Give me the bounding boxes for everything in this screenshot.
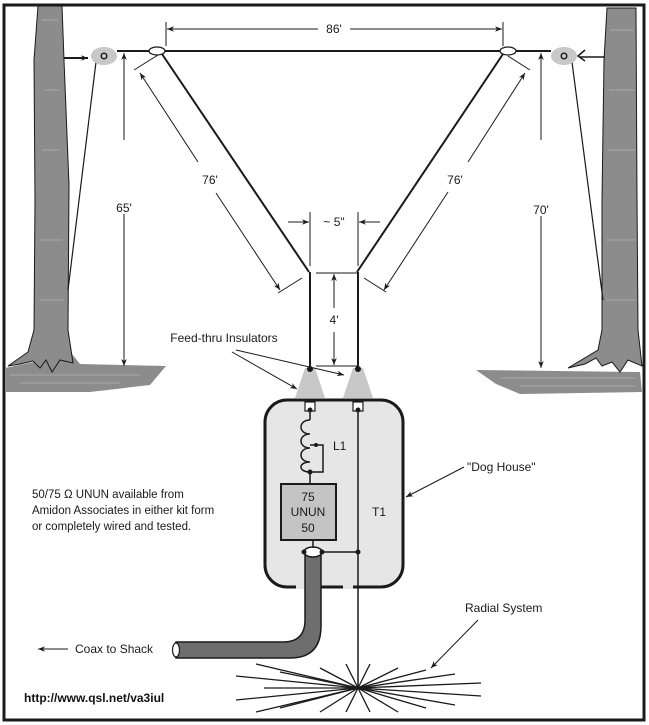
radial-wire <box>357 667 399 689</box>
dim-left-leg-label: 76' <box>202 173 218 187</box>
radial-wire <box>235 687 359 701</box>
unun-box <box>280 483 337 541</box>
dim-left-leg-tick-bottom <box>277 277 303 294</box>
dim-feedline-length-label: 4' <box>330 313 339 327</box>
coil-l1 <box>300 410 324 484</box>
coil-label: L1 <box>333 439 347 453</box>
note-line-3: or completely wired and tested. <box>32 521 191 533</box>
right-guy-wire <box>571 61 604 301</box>
left-tree <box>5 5 166 392</box>
right-leg-wire <box>356 53 504 273</box>
dim-left-leg-tick-top <box>133 54 159 71</box>
dim-left-height-label: 65' <box>116 201 132 215</box>
dim-top-span-label: 86' <box>326 22 342 36</box>
radial-wire <box>357 687 371 713</box>
radial-wire <box>357 669 427 689</box>
radial-wire <box>357 682 482 689</box>
radial-system-label: Radial System <box>465 601 542 615</box>
radial-wire <box>279 687 359 709</box>
radial-wire <box>357 687 456 706</box>
radial-wire <box>235 675 359 689</box>
unun-top-label: 75 <box>301 490 315 504</box>
dim-right-leg-tick-bottom <box>363 277 387 293</box>
dim-right-leg-label: 76' <box>447 173 463 187</box>
radial-wire <box>319 687 359 713</box>
frame-border <box>2 3 646 722</box>
dog-house-label: "Dog House" <box>467 460 536 474</box>
left-feedthru-insulator <box>295 366 325 398</box>
coax-cut-end <box>171 642 181 658</box>
right-feedthru-insulator <box>343 366 373 398</box>
right-tether-hook <box>576 49 586 62</box>
coax-top-end <box>303 546 323 558</box>
note-line-2: Amidon Associates in either kit form <box>32 505 214 517</box>
dim-right-height-label: 70' <box>533 203 549 217</box>
feedthru-pointer-left <box>231 351 298 390</box>
left-corner-insulator <box>148 46 166 56</box>
radial-wire <box>319 667 359 689</box>
unun-bottom-label: 50 <box>301 521 315 535</box>
coax-to-shack-label: Coax to Shack <box>75 642 154 656</box>
coax-cable <box>175 551 322 659</box>
left-guy-wire <box>67 61 97 291</box>
radial-wire <box>357 687 399 713</box>
radial-wire <box>279 671 359 689</box>
left-leg-wire <box>161 53 310 273</box>
source-url: http://www.qsl.net/va3iul <box>24 691 164 705</box>
radial-system-pointer <box>430 619 479 669</box>
radial-wire <box>357 663 371 689</box>
dim-left-leg-arrow-up <box>139 72 199 163</box>
radial-wire <box>345 687 359 713</box>
left-end-insulator <box>91 47 117 65</box>
dim-right-leg-tick-top <box>507 55 531 71</box>
dim-right-leg-arrow-down <box>383 191 449 291</box>
dim-left-leg-arrow-down <box>215 192 281 291</box>
radial-system <box>235 663 482 713</box>
transformer-label: T1 <box>372 505 386 519</box>
dim-spacing-label: ~ 5" <box>323 215 344 229</box>
dog-house-pointer <box>405 466 465 498</box>
right-tree <box>476 7 643 394</box>
radial-wire <box>345 663 359 689</box>
feedthru-pointer-right <box>235 349 345 377</box>
right-end-insulator <box>551 47 577 65</box>
note-line-1: 50/75 Ω UNUN available from <box>32 489 184 501</box>
radial-wire <box>357 673 456 689</box>
feed-thru-insulators-label: Feed-thru Insulators <box>170 331 277 345</box>
unun-mid-label: UNUN <box>291 505 326 519</box>
radial-wire <box>357 687 427 709</box>
right-corner-insulator <box>499 46 517 56</box>
radial-wire <box>357 687 482 697</box>
dim-right-leg-arrow-up <box>467 72 526 163</box>
